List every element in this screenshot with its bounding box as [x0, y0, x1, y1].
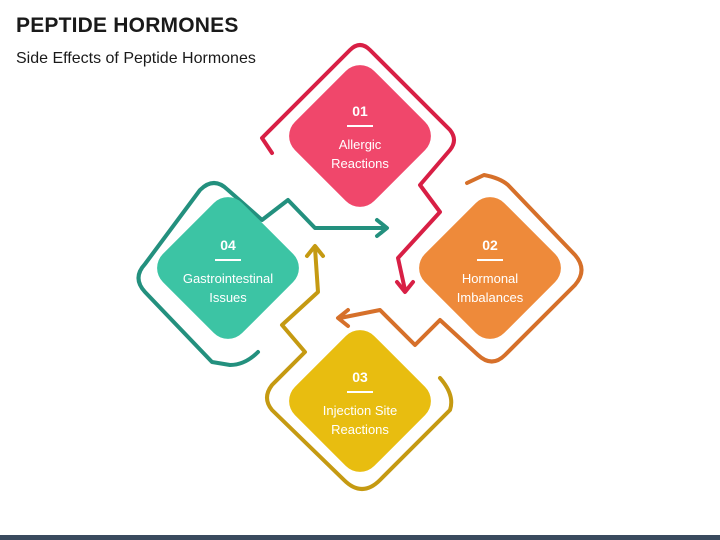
step-04-label: 04 Gastrointestinal Issues	[168, 236, 288, 307]
arrow-01	[395, 280, 415, 294]
ring-01	[260, 43, 456, 292]
step-03-line2: Reactions	[331, 421, 389, 437]
ring-03	[265, 246, 454, 491]
step-01-label: 01 Allergic Reactions	[300, 102, 420, 173]
step-02-number: 02	[482, 237, 498, 253]
step-01-divider	[347, 125, 373, 127]
step-02-line2: Imbalances	[456, 289, 524, 305]
step-03-line1: Injection Site	[322, 402, 398, 418]
step-01-line2: Reactions	[331, 155, 389, 171]
diamond-01	[289, 65, 431, 207]
step-03-divider	[347, 391, 373, 393]
step-04-line1: Gastrointestinal	[182, 270, 274, 286]
step-02-divider	[477, 259, 503, 261]
step-03-label: 03 Injection Site Reactions	[300, 368, 420, 439]
ring-04	[136, 181, 387, 367]
step-04-divider	[215, 259, 241, 261]
step-01-line1: Allergic	[338, 136, 382, 152]
step-02-line1: Hormonal	[461, 270, 519, 286]
step-04-number: 04	[220, 237, 236, 253]
page-title: PEPTIDE HORMONES	[16, 14, 239, 37]
step-01-number: 01	[352, 103, 368, 119]
diamond-04	[157, 197, 299, 339]
ring-02	[338, 173, 584, 364]
arrow-03	[305, 244, 325, 258]
step-03-number: 03	[352, 369, 368, 385]
arrow-02	[336, 308, 350, 328]
diamond-03	[289, 330, 431, 472]
arrow-04	[375, 218, 389, 238]
page-subtitle: Side Effects of Peptide Hormones	[16, 50, 256, 67]
footer-bar	[0, 535, 720, 540]
step-02-label: 02 Hormonal Imbalances	[430, 236, 550, 307]
step-04-line2: Issues	[209, 289, 247, 305]
diamond-02	[419, 197, 561, 339]
